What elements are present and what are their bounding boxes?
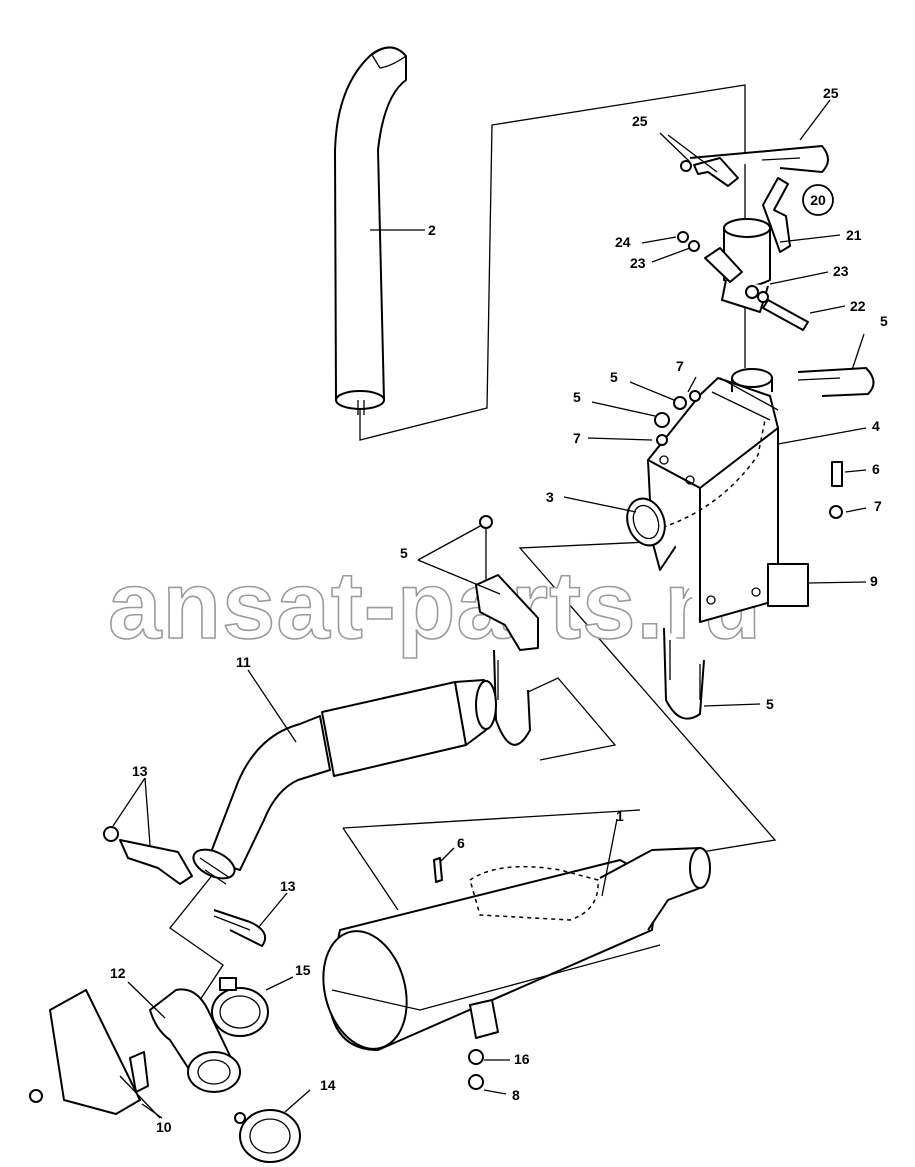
callout-25-right: 25 — [823, 85, 839, 101]
callout-10: 10 — [156, 1119, 172, 1135]
group-reference-label: 20 — [810, 192, 826, 208]
bracket-u-bolt — [797, 367, 875, 397]
outlet-pipe-stub — [626, 497, 666, 547]
callout-9: 9 — [870, 573, 878, 589]
fasteners-bracket — [654, 390, 843, 519]
watermark: ansat-parts.ru — [108, 552, 762, 659]
lower-u-bolt — [663, 627, 705, 720]
callout-11: 11 — [236, 654, 251, 670]
v-band-clamp — [234, 1109, 301, 1163]
flex-exhaust-pipe — [192, 679, 497, 885]
callout-23-right: 23 — [833, 263, 849, 279]
callout-8: 8 — [512, 1087, 520, 1103]
assembly-lines — [169, 84, 777, 1001]
callout-16: 16 — [514, 1051, 530, 1067]
callout-13-bracket: 13 — [132, 763, 148, 779]
callout-7-right: 7 — [874, 498, 882, 514]
group-reference-badge: 20 — [802, 184, 834, 216]
stack-support-bracket — [647, 368, 809, 623]
muffler — [322, 847, 711, 1090]
callout-5-lower-ubolt: 5 — [766, 696, 774, 712]
callout-1: 1 — [616, 808, 624, 824]
pipe-hanger-bracket — [103, 826, 266, 947]
callout-labels: 1 2 3 4 5 5 5 5 5 6 6 7 7 7 8 9 10 11 12… — [110, 85, 888, 1135]
heat-shield — [29, 989, 149, 1115]
callout-24: 24 — [615, 234, 631, 250]
callout-25-left: 25 — [632, 113, 648, 129]
elbow-pipe — [149, 988, 241, 1093]
fasteners-upper — [677, 231, 809, 331]
callout-2: 2 — [428, 222, 436, 238]
callout-15: 15 — [295, 962, 311, 978]
callout-5-nut-lower: 5 — [573, 389, 581, 405]
exhaust-stack — [334, 46, 407, 415]
callout-6-muffler: 6 — [457, 835, 465, 851]
callout-12: 12 — [110, 965, 126, 981]
callout-13-ubolt: 13 — [280, 878, 296, 894]
callout-5-mid: 5 — [400, 545, 408, 561]
callout-14: 14 — [320, 1077, 336, 1093]
callout-5-bracket-ubolt: 5 — [880, 313, 888, 329]
callout-22: 22 — [850, 298, 866, 314]
callout-3: 3 — [546, 489, 554, 505]
leader-lines — [112, 99, 867, 1119]
callout-4: 4 — [872, 418, 880, 434]
callout-7-left: 7 — [573, 430, 581, 446]
callout-23-left: 23 — [630, 255, 646, 271]
band-clamp — [211, 977, 269, 1037]
upper-u-bolt — [680, 145, 829, 187]
callout-21: 21 — [846, 227, 862, 243]
callout-5-nut-upper: 5 — [610, 369, 618, 385]
mid-support-bracket — [475, 515, 539, 746]
callout-6-bracket: 6 — [872, 461, 880, 477]
callout-7-upper: 7 — [676, 358, 684, 374]
